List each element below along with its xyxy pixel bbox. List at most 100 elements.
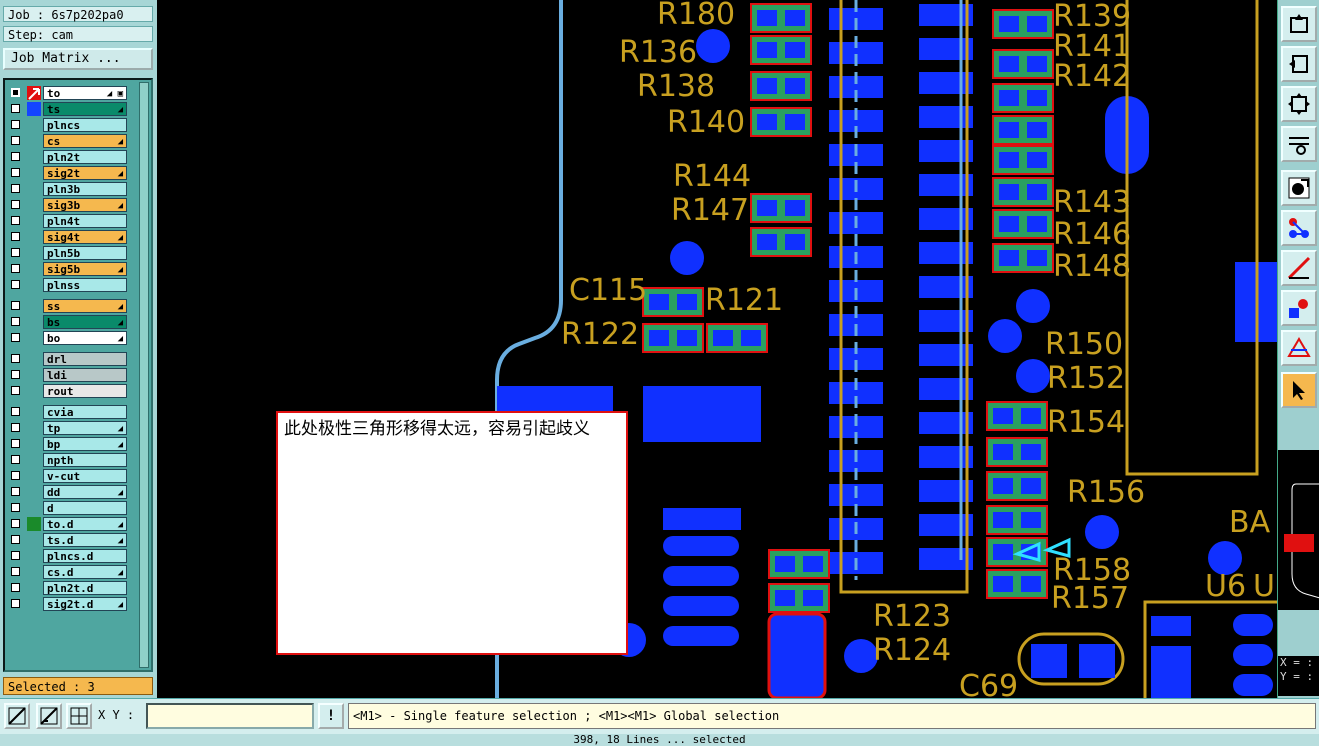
refdes-label[interactable]: R124 <box>873 633 951 668</box>
connector-pad[interactable] <box>919 446 973 468</box>
copper-pad[interactable] <box>663 508 741 530</box>
layer-row-ts[interactable]: ts◢ <box>9 102 127 116</box>
xy-input[interactable] <box>146 703 314 729</box>
layer-checkbox[interactable] <box>11 136 20 145</box>
smd-pad[interactable] <box>1027 250 1047 266</box>
copper-pad[interactable] <box>1151 616 1191 636</box>
net-icon[interactable] <box>1281 210 1317 246</box>
layer-name[interactable]: d <box>43 501 127 515</box>
smd-pad[interactable] <box>999 184 1019 200</box>
refdes-label[interactable]: R154 <box>1047 405 1125 440</box>
layer-name[interactable]: rout <box>43 384 127 398</box>
silkscreen-outline[interactable] <box>1017 632 1125 686</box>
layer-checkbox[interactable] <box>11 200 20 209</box>
layer-checkbox[interactable] <box>11 248 20 257</box>
slot-pad[interactable] <box>663 536 739 556</box>
layer-checkbox[interactable] <box>11 216 20 225</box>
layer-name[interactable]: to.d◢ <box>43 517 127 531</box>
layer-row-plnss[interactable]: plnss <box>9 278 127 292</box>
layer-name[interactable]: to◢ ▣ <box>43 86 127 100</box>
layer-checkbox[interactable] <box>11 535 20 544</box>
silkscreen-outline[interactable] <box>839 0 969 594</box>
layer-row-v-cut[interactable]: v-cut <box>9 469 127 483</box>
refdes-label[interactable]: R136 <box>619 35 697 70</box>
measure-icon[interactable] <box>1281 250 1317 286</box>
refdes-label[interactable]: R158 <box>1053 553 1131 588</box>
smd-pad[interactable] <box>775 556 795 572</box>
smd-pad[interactable] <box>785 78 805 94</box>
layer-name[interactable]: v-cut <box>43 469 127 483</box>
layer-name[interactable]: tp◢ <box>43 421 127 435</box>
refdes-label[interactable]: R121 <box>705 283 783 318</box>
layer-row-npth[interactable]: npth <box>9 453 127 467</box>
slot-pad[interactable] <box>663 626 739 646</box>
smd-pad[interactable] <box>785 200 805 216</box>
layer-row-bo[interactable]: bo◢ <box>9 331 127 345</box>
smd-pad[interactable] <box>999 152 1019 168</box>
refdes-label[interactable]: R143 <box>1053 185 1131 220</box>
layer-checkbox[interactable] <box>11 232 20 241</box>
smd-pad[interactable] <box>999 90 1019 106</box>
layer-row-tp[interactable]: tp◢ <box>9 421 127 435</box>
layer-name[interactable]: pln5b <box>43 246 127 260</box>
layer-checkbox[interactable] <box>11 503 20 512</box>
smd-pad[interactable] <box>785 114 805 130</box>
layer-name[interactable]: bp◢ <box>43 437 127 451</box>
layer-name[interactable]: sig5b◢ <box>43 262 127 276</box>
layer-row-pln3b[interactable]: pln3b <box>9 182 127 196</box>
layer-checkbox[interactable] <box>11 407 20 416</box>
connector-pad[interactable] <box>919 548 973 570</box>
layer-row-bs[interactable]: bs◢ <box>9 315 127 329</box>
layer-name[interactable]: pln3b <box>43 182 127 196</box>
smd-pad[interactable] <box>1027 184 1047 200</box>
smd-pad[interactable] <box>741 330 761 346</box>
smd-pad[interactable] <box>1027 122 1047 138</box>
connector-pad[interactable] <box>919 344 973 366</box>
layer-name[interactable]: sig2t.d◢ <box>43 597 127 611</box>
smd-pad[interactable] <box>999 216 1019 232</box>
smd-pad[interactable] <box>757 114 777 130</box>
layer-checkbox[interactable] <box>11 439 20 448</box>
slot-pad[interactable] <box>1233 674 1273 696</box>
polarity-triangle[interactable] <box>1012 537 1071 562</box>
layer-checkbox[interactable] <box>11 184 20 193</box>
layer-checkbox[interactable] <box>11 471 20 480</box>
slot-pad[interactable] <box>663 566 739 586</box>
layer-row-ldi[interactable]: ldi <box>9 368 127 382</box>
copper-pad[interactable] <box>1079 644 1115 678</box>
settings-icon[interactable] <box>1281 126 1317 162</box>
refdes-label[interactable]: BA <box>1229 505 1271 540</box>
layer-row-ts-d[interactable]: ts.d◢ <box>9 533 127 547</box>
layer-checkbox[interactable] <box>11 104 20 113</box>
layer-scrollbar[interactable] <box>139 82 149 668</box>
layer-name[interactable]: ss◢ <box>43 299 127 313</box>
refdes-label[interactable]: R139 <box>1053 0 1131 34</box>
layer-name[interactable]: cs◢ <box>43 134 127 148</box>
zoom-edit-icon[interactable] <box>36 703 62 729</box>
smd-pad[interactable] <box>803 556 823 572</box>
layer-row-pln4t[interactable]: pln4t <box>9 214 127 228</box>
layer-name[interactable]: cs.d◢ <box>43 565 127 579</box>
layer-name[interactable]: sig2t◢ <box>43 166 127 180</box>
triangle-icon[interactable] <box>1281 330 1317 366</box>
smd-pad[interactable] <box>1021 444 1041 460</box>
smd-pad[interactable] <box>649 294 669 310</box>
layer-name[interactable]: drl <box>43 352 127 366</box>
layer-row-drl[interactable]: drl <box>9 352 127 366</box>
connector-pad[interactable] <box>919 4 973 26</box>
refdes-label[interactable]: R141 <box>1053 29 1131 64</box>
layer-row-sig2t-d[interactable]: sig2t.d◢ <box>9 597 127 611</box>
slot-pad[interactable] <box>1233 614 1273 636</box>
job-matrix-button[interactable]: Job Matrix ... <box>3 48 153 70</box>
smd-pad[interactable] <box>999 56 1019 72</box>
smd-pad[interactable] <box>999 250 1019 266</box>
smd-pad[interactable] <box>1027 56 1047 72</box>
layer-name[interactable]: sig3b◢ <box>43 198 127 212</box>
slot-pad[interactable] <box>663 596 739 616</box>
smd-pad[interactable] <box>993 544 1013 560</box>
layer-checkbox[interactable] <box>11 386 20 395</box>
zoom-area-icon[interactable] <box>4 703 30 729</box>
layer-checkbox[interactable] <box>11 152 20 161</box>
refdes-label[interactable]: R122 <box>561 317 639 352</box>
layer-name[interactable]: npth <box>43 453 127 467</box>
